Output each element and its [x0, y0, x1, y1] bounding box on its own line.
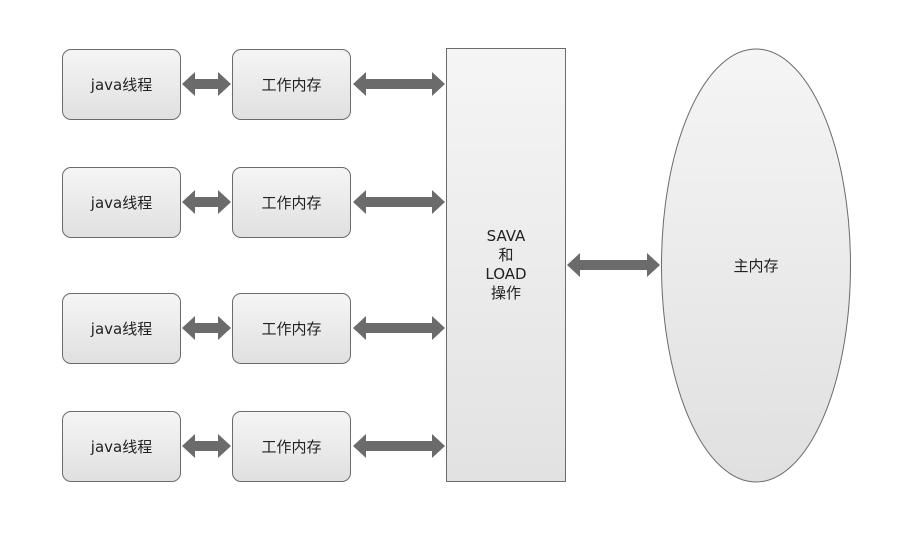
main-memory-label-wrap: 主内存: [661, 49, 851, 482]
work-center-arrow-2: [353, 190, 445, 214]
save-load-operation-box: SAVA 和 LOAD 操作: [446, 48, 566, 482]
work-memory-box-3: 工作内存: [232, 293, 351, 364]
work-center-arrow-3: [353, 316, 445, 340]
java-thread-label: java线程: [90, 194, 153, 212]
java-thread-label: java线程: [90, 76, 153, 94]
center-main-memory-arrow: [567, 253, 660, 277]
center-line-1: SAVA: [486, 227, 526, 245]
work-memory-label: 工作内存: [261, 76, 322, 94]
work-center-arrow-1: [353, 72, 445, 96]
thread-work-arrow-2: [182, 190, 231, 214]
work-memory-label: 工作内存: [261, 194, 322, 212]
java-thread-box-3: java线程: [62, 293, 181, 364]
java-thread-box-1: java线程: [62, 49, 181, 120]
java-thread-box-2: java线程: [62, 167, 181, 238]
main-memory-ellipse: [661, 48, 851, 483]
arrows-group: [182, 72, 660, 458]
work-memory-label: 工作内存: [261, 438, 322, 456]
thread-work-arrow-4: [182, 434, 231, 458]
work-memory-box-1: 工作内存: [232, 49, 351, 120]
java-thread-label: java线程: [90, 438, 153, 456]
center-line-4: 操作: [490, 284, 521, 302]
center-line-2: 和: [498, 246, 514, 264]
work-memory-box-4: 工作内存: [232, 411, 351, 482]
java-thread-label: java线程: [90, 320, 153, 338]
main-memory-label: 主内存: [733, 257, 779, 275]
work-memory-label: 工作内存: [261, 320, 322, 338]
java-thread-box-4: java线程: [62, 411, 181, 482]
thread-work-arrow-3: [182, 316, 231, 340]
work-center-arrow-4: [353, 434, 445, 458]
thread-work-arrow-1: [182, 72, 231, 96]
work-memory-box-2: 工作内存: [232, 167, 351, 238]
center-line-3: LOAD: [485, 265, 527, 283]
